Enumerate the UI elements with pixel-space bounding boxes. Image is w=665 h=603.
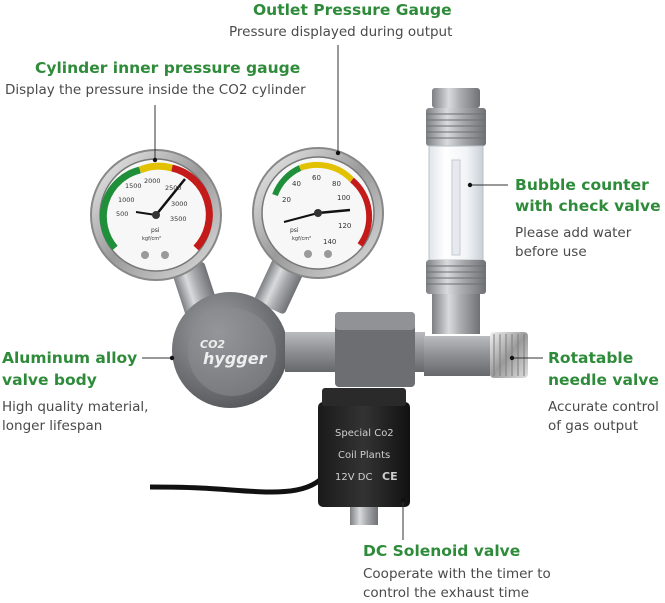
- valve-body-title-line2: valve body: [2, 371, 97, 389]
- out-tick-80: 80: [332, 180, 341, 188]
- cyl-tick-2000: 2000: [144, 177, 161, 185]
- brand-hygger: hygger: [203, 349, 268, 368]
- cyl-tick-1000: 1000: [118, 196, 135, 204]
- cyl-unit-kgf: kgf/cm²: [142, 236, 161, 242]
- needle-valve-title-line2: needle valve: [548, 371, 659, 389]
- out-tick-20: 20: [282, 196, 291, 204]
- bubble-counter-title-line1: Bubble counter: [515, 176, 649, 194]
- brand-co2: CO2: [200, 338, 225, 351]
- out-tick-140: 140: [323, 238, 336, 246]
- valve-body-desc-line2: longer lifespan: [2, 418, 103, 434]
- valve-body-desc-line1: High quality material,: [2, 399, 149, 415]
- solenoid-label-special: Special Co2: [335, 428, 394, 439]
- cyl-tick-1500: 1500: [125, 182, 142, 190]
- solenoid-desc-line1: Cooperate with the timer to: [363, 566, 551, 582]
- out-unit-kgf: kgf/cm²: [292, 236, 311, 242]
- cylinder-gauge-desc: Display the pressure inside the CO2 cyli…: [5, 82, 306, 98]
- needle-valve-desc-line2: of gas output: [548, 418, 638, 434]
- out-tick-120: 120: [338, 222, 351, 230]
- bubble-counter-desc-line1: Please add water: [515, 225, 632, 241]
- cyl-tick-2500: 2500: [165, 184, 182, 192]
- solenoid-label-voltage: 12V DC: [335, 472, 372, 483]
- solenoid-desc-line2: control the exhaust time: [363, 585, 530, 601]
- needle-valve-desc-line1: Accurate control: [548, 399, 659, 415]
- cylinder-gauge-title: Cylinder inner pressure gauge: [35, 59, 301, 77]
- out-unit-psi: psi: [290, 227, 299, 234]
- out-tick-100: 100: [337, 194, 350, 202]
- solenoid-label-ce: CE: [382, 470, 398, 483]
- outlet-gauge-title: Outlet Pressure Gauge: [253, 1, 452, 19]
- solenoid-label-coil: Coil Plants: [338, 450, 390, 461]
- valve-body-title-line1: Aluminum alloy: [2, 349, 138, 367]
- bubble-counter-title-line2: with check valve: [515, 197, 661, 215]
- outlet-gauge-desc: Pressure displayed during output: [229, 24, 453, 40]
- cyl-tick-3000: 3000: [171, 200, 188, 208]
- cyl-tick-3500: 3500: [170, 215, 187, 223]
- bubble-counter-desc-line2: before use: [515, 244, 587, 260]
- needle-valve-title-line1: Rotatable: [548, 349, 634, 367]
- leader-line: [142, 45, 543, 540]
- solenoid-title: DC Solenoid valve: [363, 542, 521, 560]
- cyl-tick-500: 500: [116, 210, 128, 218]
- out-tick-60: 60: [312, 174, 321, 182]
- cyl-unit-psi: psi: [151, 227, 160, 234]
- out-tick-40: 40: [292, 180, 301, 188]
